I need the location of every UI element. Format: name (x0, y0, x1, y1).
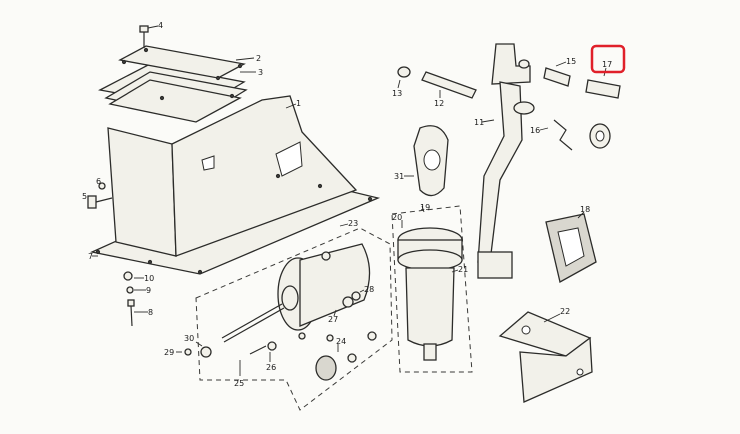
callout-29: 29 (164, 348, 174, 357)
callout-labels: 4 2 3 1 6 5 7 10 9 8 11 12 13 15 16 17 1… (82, 21, 612, 388)
pedal-rubber-pad-18 (545, 213, 597, 283)
fluid-reservoir-assembly (391, 205, 473, 373)
callout-leaders (92, 61, 607, 376)
callout-6: 6 (96, 177, 101, 186)
callout-4: 4 (158, 21, 163, 30)
callout-27: 27 (328, 315, 338, 324)
callout-30: 30 (184, 334, 194, 343)
callout-18: 18 (580, 205, 590, 214)
pivot-pin-12-13 (397, 66, 477, 99)
callout-11: 11 (474, 118, 484, 127)
bolt-part-4 (139, 25, 159, 48)
callout-8: 8 (148, 308, 153, 317)
callout-31: 31 (394, 172, 404, 181)
bolts-8-9-10 (123, 271, 135, 327)
callout-19: 19 (420, 203, 430, 212)
callout-2: 2 (256, 54, 261, 63)
reservoir-gasket-31 (413, 125, 449, 197)
bushings-15-16-17 (543, 67, 621, 151)
callout-28: 28 (364, 285, 374, 294)
pedal-box-housing (89, 45, 381, 275)
callout-24: 24 (336, 337, 346, 346)
callout-23: 23 (348, 219, 358, 228)
callout-13: 13 (392, 89, 402, 98)
callout-25: 25 (234, 379, 244, 388)
callout-12: 12 (434, 99, 444, 108)
callout-15: 15 (566, 57, 576, 66)
callout-22: 22 (560, 307, 570, 316)
callout-26: 26 (266, 363, 276, 372)
callout-5: 5 (82, 192, 87, 201)
callout-10: 10 (144, 274, 154, 283)
callout-17: 17 (602, 60, 612, 69)
side-bolt-5-6 (87, 182, 113, 209)
top-cover-plate (235, 57, 256, 73)
callout-1: 1 (296, 99, 301, 108)
brake-pedal-lever-11 (477, 43, 535, 279)
callout-20: 20 (392, 213, 402, 222)
master-cylinder-assembly (184, 227, 393, 411)
housing-bolt-holes (95, 47, 373, 275)
callout-21: 21 (458, 265, 468, 274)
highlight-box-callout-17 (590, 44, 626, 74)
callout-3: 3 (258, 68, 263, 77)
callout-9: 9 (146, 286, 151, 295)
callout-16: 16 (530, 126, 540, 135)
mounting-bracket-22 (498, 311, 593, 403)
callout-7: 7 (88, 252, 93, 261)
